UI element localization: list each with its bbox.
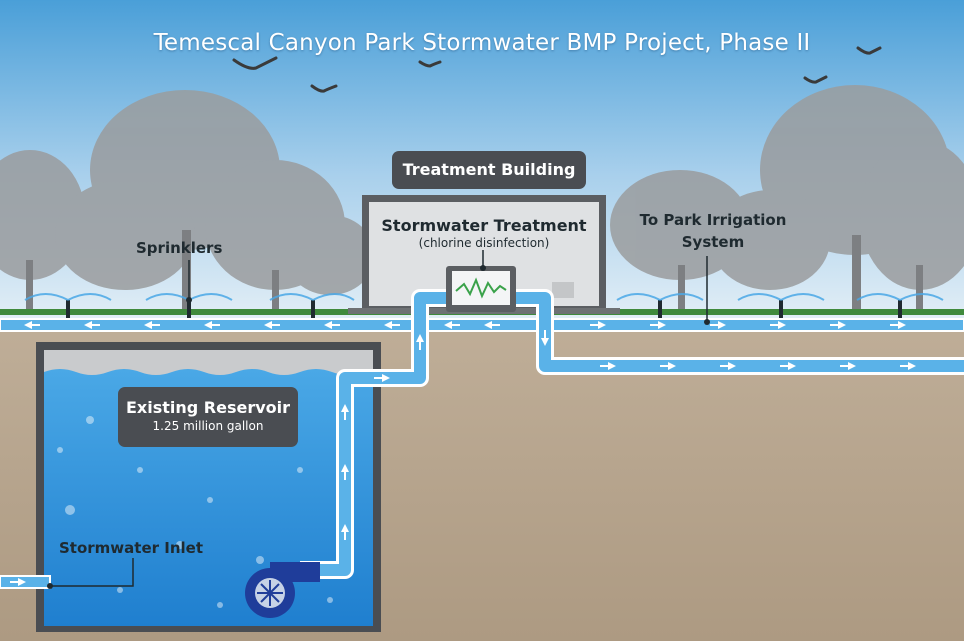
flow-arrows bbox=[10, 321, 916, 586]
diagram-title: Temescal Canyon Park Stormwater BMP Proj… bbox=[153, 30, 811, 56]
background-trees bbox=[0, 85, 964, 295]
reservoir bbox=[36, 342, 381, 632]
surface-pipe bbox=[0, 318, 964, 332]
stormwater-inlet-label: Stormwater Inlet bbox=[59, 539, 203, 557]
sprinklers-label: Sprinklers bbox=[136, 239, 223, 257]
treatment-unit-icon bbox=[446, 266, 516, 312]
tree-trunks bbox=[26, 230, 923, 312]
park-irrigation-label-line2: System bbox=[681, 233, 745, 251]
chlorine-label: (chlorine disinfection) bbox=[418, 236, 550, 250]
sprinkler-heads bbox=[24, 293, 944, 318]
stormwater-treatment-label: Stormwater Treatment bbox=[381, 216, 587, 235]
pump-icon bbox=[245, 562, 320, 618]
treatment-building-label: Treatment Building bbox=[392, 151, 586, 189]
inlet-pipe bbox=[0, 575, 51, 589]
birds bbox=[232, 46, 882, 93]
reservoir-title: Existing Reservoir bbox=[125, 398, 291, 417]
park-irrigation-label-line1: To Park Irrigation bbox=[639, 211, 787, 229]
reservoir-capacity: 1.25 million gallon bbox=[152, 419, 264, 433]
reservoir-callout: Existing Reservoir 1.25 million gallon bbox=[118, 387, 298, 447]
